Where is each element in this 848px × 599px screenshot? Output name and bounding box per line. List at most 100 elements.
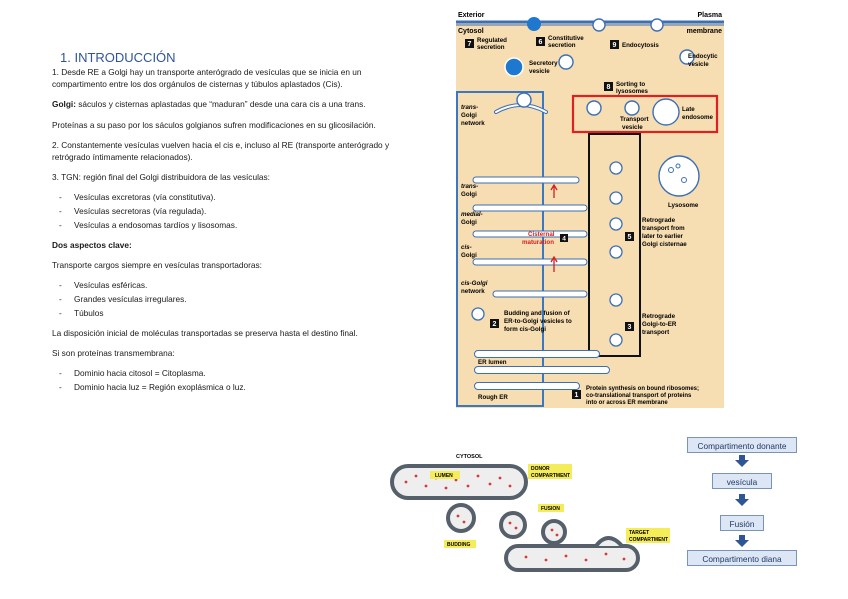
step-number: 1 [575,392,579,399]
label-membrane: membrane [687,28,723,35]
flow-box-donor: Compartimento donante [687,437,797,453]
label-er-to-golgi: ER-to-Golgi vesicles to [504,318,572,325]
label-retrograde: Retrograde [642,217,676,224]
late-endosome [652,98,680,126]
endocytic-vesicle [679,49,695,65]
label-lumen: LUMEN [435,473,453,479]
arrow-down-icon [735,455,749,467]
label-transport-from: transport from [642,225,685,232]
arrow-down-icon [735,494,749,506]
label-plasma: Plasma [697,12,722,19]
list-item: Grandes vesículas irregulares. [52,293,402,305]
label-transport: Transport [620,116,649,123]
constitutive-vesicle [558,54,574,70]
label-golgi-cisternae: Golgi cisternae [642,241,687,248]
label-golgi: Golgi [461,191,477,198]
step-number: 2 [493,321,497,328]
label-later-to-earlier: later to earlier [642,233,684,240]
label-late: Late [682,106,695,113]
constitutive-vesicle [592,18,606,32]
label-golgi: Golgi [461,112,477,119]
label-cis: cis- [461,244,472,251]
step-number: 8 [607,84,611,91]
arrow-down-icon [735,535,749,547]
label-lysosomes: lysosomes [616,88,649,95]
paragraph-7: La disposición inicial de moléculas tran… [52,328,358,339]
step-number: 7 [468,41,472,48]
label-budding: Budding and fusion of [504,310,571,317]
label-trans: trans- [461,183,478,190]
label-protein-synthesis: Protein synthesis on bound ribosomes; [586,386,699,392]
label-co-translational: co-translational transport of proteins [586,393,692,399]
label-golgi: Golgi [461,252,477,259]
paragraph-golgi: Golgi: sáculos y cisternas aplastadas qu… [52,98,402,110]
paragraph-1: 1. Desde RE a Golgi hay un transporte an… [52,67,362,90]
golgi-definition: sáculos y cisternas aplastadas que “madu… [75,99,366,110]
step-number: 5 [628,234,632,241]
tgn-list: Vesículas excretoras (vía constitutiva).… [52,191,402,231]
secretory-pathway-diagram: Exterior Cytosol Plasma membrane 7 Regul… [456,8,724,408]
list-item: Túbulos [52,307,402,319]
label-vesicle: vesicle [529,68,550,75]
endocytic-pit [650,18,664,32]
step-number: 6 [539,39,543,46]
black-highlight-box [588,133,641,357]
label-target: TARGET [629,530,649,536]
docking-vesicle [541,519,567,545]
lysosome [658,155,700,197]
label-maturation: maturation [522,239,554,246]
label-er-lumen: ER lumen [478,359,507,366]
target-compartment [504,544,640,572]
step-number: 4 [562,236,566,243]
donor-compartment [390,464,528,500]
label-form-cis-golgi: form cis-Golgi [504,326,546,333]
step-number: 3 [628,324,632,331]
label-compartment: COMPARTMENT [629,537,668,543]
list-item: Vesículas a endosomas tardíos y lisosoma… [52,219,402,231]
label-compartment: COMPARTMENT [531,473,570,479]
paragraph-6: Transporte cargos siempre en vesículas t… [52,260,262,271]
paragraph-3: Proteínas a su paso por los sáculos golg… [52,119,376,130]
label-golgi-to-er: Golgi-to-ER [642,321,677,328]
label-endocytosis: Endocytosis [622,42,659,49]
list-item: Vesículas secretoras (vía regulada). [52,205,402,217]
flow-box-fusion: Fusión [720,515,764,531]
label-exterior: Exterior [458,12,485,19]
text-column: 1. INTRODUCCIÓN 1. Desde RE a Golgi hay … [52,50,402,401]
label-secretion: secretion [548,42,576,49]
label-network: network [461,288,485,295]
golgi-term: Golgi: [52,99,76,110]
vesicle-budding-diagram: CYTOSOL LUMEN DONOR COMPARTMENT FUSION T… [390,454,670,572]
vesicle-list: Vesículas esféricas. Grandes vesículas i… [52,279,402,319]
section-heading: 1. INTRODUCCIÓN [60,50,176,65]
label-vesicle: vesicle [688,61,709,68]
paragraph-4: 2. Constantemente vesículas vuelven haci… [52,139,390,163]
red-highlight-box [571,94,719,134]
label-constitutive: Constitutive [548,35,584,42]
label-lysosome: Lysosome [668,202,699,209]
label-secretion: secretion [477,44,505,51]
paragraph-5: 3. TGN: región final del Golgi distribui… [52,172,270,183]
label-cisternal: Cisternal [528,231,555,238]
list-item: Dominio hacia citosol = Citoplasma. [52,367,402,379]
label-donor: DONOR [531,466,550,472]
label-cytosol: CYTOSOL [456,454,483,460]
label-network: network [461,120,485,127]
flow-box-vesicle: vesícula [712,473,772,489]
budding-vesicle [446,503,476,533]
secretion-event [527,17,541,31]
label-secretory: Secretory [529,60,558,67]
label-trans: trans- [461,104,478,111]
label-retrograde: Retrograde [642,313,676,320]
list-item: Vesículas esféricas. [52,279,402,291]
label-sorting: Sorting to [616,81,645,88]
label-fusion: FUSION [541,506,560,512]
label-transport: transport [642,329,669,336]
transport-vesicle [499,511,527,539]
label-budding: BUDDING [447,542,470,548]
blue-highlight-box [456,91,544,407]
label-endosome: endosome [682,114,714,121]
label-golgi: Golgi [461,219,477,226]
label-vesicle: vesicle [622,124,643,131]
domain-list: Dominio hacia citosol = Citoplasma. Domi… [52,367,402,393]
